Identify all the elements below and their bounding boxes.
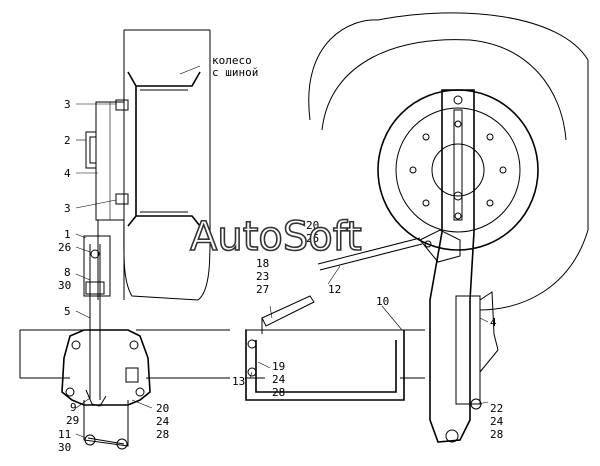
callout-28-left: 28	[156, 428, 169, 441]
callout-24-right: 24	[490, 415, 504, 428]
left-column	[83, 220, 125, 300]
wheel-caption-line-2: с шиной	[212, 66, 258, 79]
right-lower-pivot	[445, 429, 459, 443]
left-mount-plate	[61, 329, 151, 406]
right-carrier-slot	[453, 109, 463, 221]
callout-12: 12	[328, 283, 341, 296]
callout-10: 10	[376, 295, 389, 308]
left-frame-beam	[19, 329, 230, 379]
right-wheel-inner-ring	[395, 107, 521, 233]
left-bolt-bottom	[115, 193, 129, 205]
callout-3-upper: 3	[64, 98, 71, 111]
callout-13: 13	[232, 375, 245, 388]
left-rim-inner	[140, 89, 188, 213]
callout-29: 29	[66, 414, 79, 427]
left-lower-lever	[83, 400, 129, 447]
callouts: 3 2 4 3 1 26 8 30 5 9 29 11 30 20 24 28 …	[58, 98, 504, 454]
middle-bolt-2	[247, 367, 257, 377]
middle-view	[245, 237, 425, 401]
left-pin-top	[90, 249, 100, 259]
right-tire-outline	[308, 12, 589, 311]
left-pivot-bolt-2	[116, 438, 128, 450]
callout-1: 1	[64, 228, 71, 241]
callout-24-left: 24	[156, 415, 170, 428]
right-cylinder	[455, 295, 481, 405]
middle-bracket	[245, 330, 405, 401]
callout-27: 27	[256, 283, 269, 296]
leader-lines	[75, 65, 489, 439]
callout-22: 22	[490, 402, 503, 415]
callout-8: 8	[64, 266, 71, 279]
callout-28-middle: 28	[272, 386, 285, 399]
callout-28-right: 28	[490, 428, 503, 441]
callout-4-left: 4	[64, 167, 71, 180]
callout-2: 2	[64, 134, 71, 147]
right-lower-bolt	[470, 398, 482, 410]
right-hinge-pin	[424, 240, 432, 248]
callout-11: 11	[58, 428, 71, 441]
right-wheel-hub	[431, 143, 485, 197]
left-handle	[85, 131, 96, 169]
watermark-text: AutoSoft	[190, 214, 362, 260]
left-plate-hole-3	[65, 387, 75, 397]
right-wheel-stud-holes	[409, 120, 507, 220]
left-plate-hole-1	[71, 340, 81, 350]
callout-20-left: 20	[156, 402, 169, 415]
right-hydraulic-line	[479, 291, 499, 373]
middle-bolt-1	[247, 339, 257, 349]
callout-3-lower: 3	[64, 202, 71, 215]
middle-lever	[261, 295, 315, 334]
right-bolt-top	[453, 95, 463, 105]
right-carrier-bar	[429, 89, 475, 443]
callout-19: 19	[272, 360, 285, 373]
callout-20-middle: 20	[306, 219, 319, 232]
left-plate-nut	[125, 367, 139, 383]
left-wheel-rim	[127, 71, 201, 227]
left-tire-outline	[123, 29, 211, 301]
left-rod	[89, 244, 101, 400]
callout-23: 23	[256, 270, 269, 283]
callout-25: 25	[306, 232, 319, 245]
callout-30-lower: 30	[58, 441, 71, 454]
callout-24-middle: 24	[272, 373, 286, 386]
left-bolt-top	[115, 99, 129, 111]
callout-5: 5	[64, 305, 71, 318]
left-plate-hole-2	[129, 340, 139, 350]
callout-4-right: 4	[490, 316, 497, 329]
left-tire-sides	[123, 90, 211, 215]
right-tire-inner	[321, 39, 567, 141]
middle-pull-rod	[317, 237, 423, 271]
left-plate-hole-4	[135, 387, 145, 397]
right-upper-hinge	[419, 229, 461, 263]
callout-18: 18	[256, 257, 269, 270]
callout-30-upper: 30	[58, 279, 71, 292]
left-pivot-bolt	[84, 434, 96, 446]
wheel-caption-line-1: колесо	[212, 54, 252, 67]
left-clamp	[85, 281, 105, 295]
callout-26: 26	[58, 241, 71, 254]
right-wheel-disk	[377, 89, 539, 251]
callout-9: 9	[70, 401, 77, 414]
left-view	[19, 29, 230, 450]
right-view	[308, 12, 589, 443]
right-bolt-mid	[453, 191, 463, 201]
left-hook	[85, 389, 107, 407]
